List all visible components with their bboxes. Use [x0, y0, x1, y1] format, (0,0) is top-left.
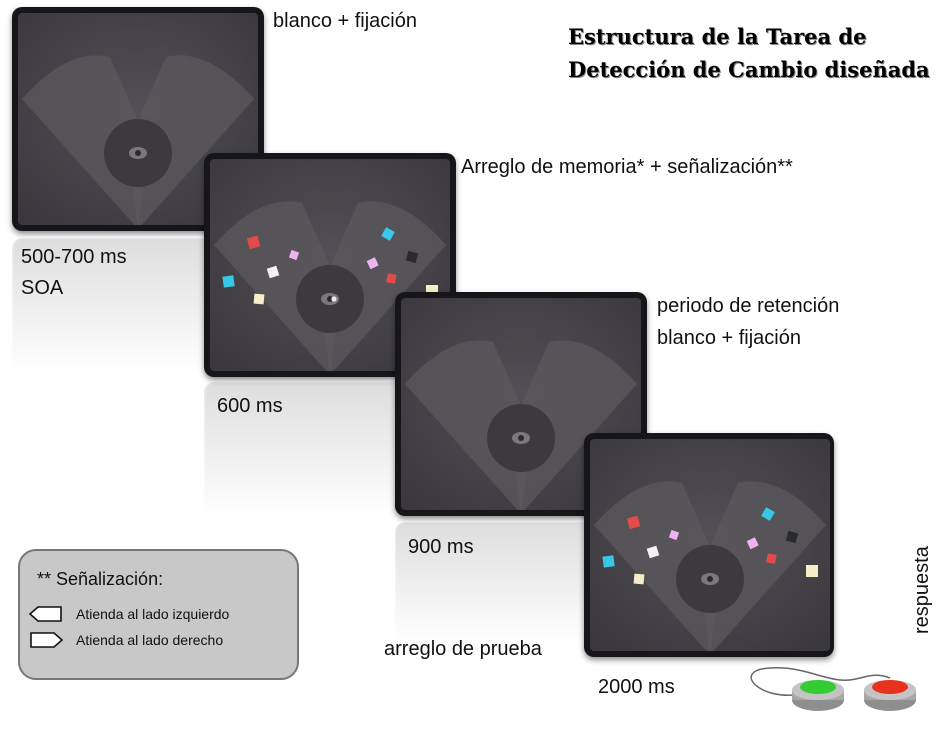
legend-item-right: Atienda al lado derecho [76, 632, 224, 648]
diagram-title: Estructura de la Tarea de Detección de C… [568, 20, 930, 86]
left-arrow-outline-icon [28, 606, 62, 622]
retention-label-line-1: periodo de retención [657, 295, 840, 317]
test-array-duration: 2000 ms [598, 676, 675, 698]
retention-duration: 900 ms [408, 536, 474, 558]
fixation-duration-soa: SOA [21, 277, 64, 299]
test-array-screen [584, 433, 834, 657]
fixation-duration-value: 500-700 ms [21, 246, 127, 268]
title-line-2: Detección de Cambio diseñada [568, 57, 930, 82]
fixation-duration: 500-700 ms SOA [21, 242, 127, 304]
test-array-label: arreglo de prueba [384, 638, 542, 660]
fixation-label: blanco + fijación [273, 10, 417, 32]
response-buttons [750, 667, 916, 711]
legend-title: ** Señalización: [37, 569, 164, 589]
cue-legend: ** Señalización: Atienda al lado izquier… [18, 549, 299, 680]
retention-label-line-2: blanco + fijación [657, 327, 801, 349]
response-label: respuesta [911, 546, 933, 634]
legend-item-left: Atienda al lado izquierdo [76, 606, 230, 622]
title-line-1: Estructura de la Tarea de [568, 24, 867, 49]
memory-array-duration: 600 ms [217, 395, 283, 417]
red-button-icon [864, 680, 916, 711]
right-arrow-outline-icon [30, 632, 64, 648]
memory-array-label: Arreglo de memoria* + señalización** [461, 156, 793, 178]
retention-label: periodo de retención blanco + fijación [657, 290, 839, 354]
green-button-icon [792, 680, 844, 711]
